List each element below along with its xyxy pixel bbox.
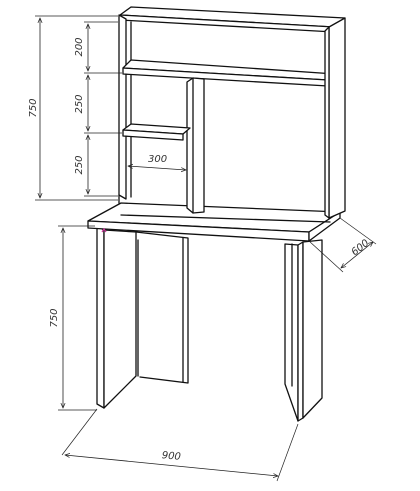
right-leg bbox=[284, 239, 323, 422]
inner-width-dimension: 300 bbox=[128, 154, 186, 170]
corner-marker bbox=[101, 227, 107, 233]
hutch-right-side bbox=[328, 17, 346, 219]
hutch-height-dimension: 750 bbox=[28, 15, 118, 201]
middle-divider bbox=[186, 77, 205, 214]
inner-width-label: 300 bbox=[148, 154, 167, 165]
middle-compartment-dimension: 250 bbox=[74, 75, 122, 134]
hutch-height-label: 750 bbox=[28, 98, 39, 117]
width-dimension: 900 bbox=[61, 408, 299, 482]
hutch bbox=[118, 6, 346, 219]
desk-top bbox=[87, 202, 341, 242]
width-label: 900 bbox=[161, 450, 181, 463]
lower-compartment-dimension: 250 bbox=[74, 135, 118, 197]
desk-base bbox=[87, 202, 341, 422]
upper-compartment-label: 200 bbox=[74, 37, 85, 56]
lower-compartment-label: 250 bbox=[74, 155, 85, 174]
upper-compartment-dimension: 200 bbox=[74, 21, 122, 74]
hutch-left-side bbox=[118, 14, 127, 200]
desk-height-dimension: 750 bbox=[49, 225, 97, 411]
desk-height-label: 750 bbox=[49, 308, 60, 327]
middle-compartment-label: 250 bbox=[74, 94, 85, 113]
depth-label: 600 bbox=[350, 238, 372, 258]
left-leg bbox=[96, 225, 189, 409]
dimensions: 750 200 250 250 300 bbox=[28, 15, 377, 482]
